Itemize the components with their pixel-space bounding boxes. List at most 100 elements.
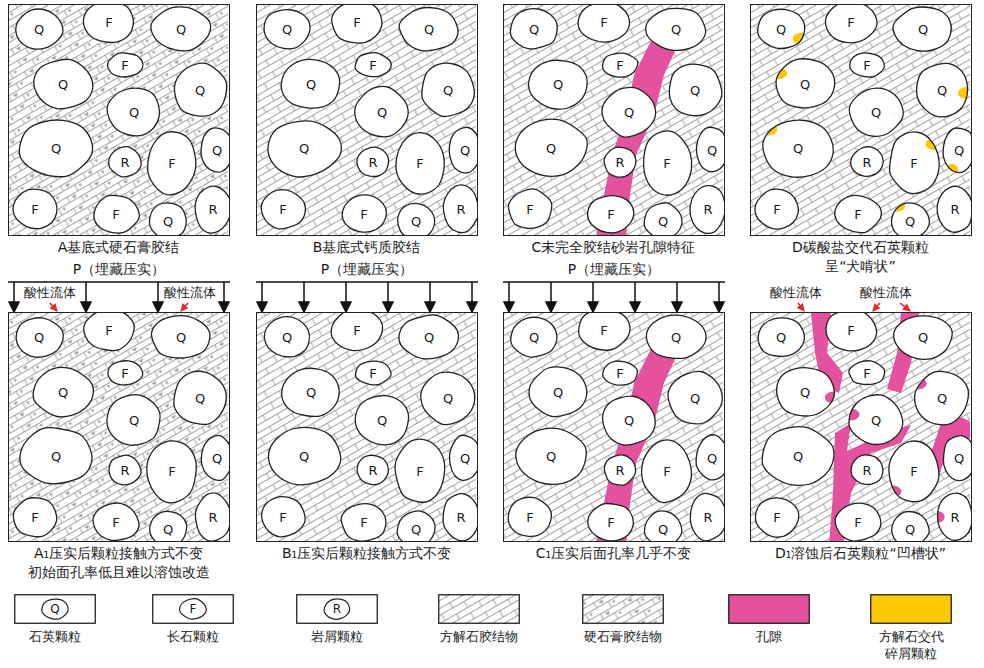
grain-letter: Q — [282, 331, 292, 344]
mineral-grain: R — [107, 453, 143, 487]
mineral-grain: Q — [279, 57, 343, 111]
mineral-grain: Q — [755, 315, 807, 359]
mineral-grain: R — [688, 491, 724, 541]
grain-letter: Q — [299, 142, 309, 155]
mineral-grain: Q — [666, 369, 724, 427]
mineral-grain: F — [329, 313, 385, 353]
panel-caption: C未完全胶结砂岩孔隙特征 — [494, 238, 734, 257]
mineral-grain: R — [355, 453, 391, 487]
grain-letter: F — [773, 203, 780, 216]
grain-letter: R — [703, 511, 712, 524]
mineral-grain: F — [847, 51, 887, 79]
mineral-grain: Q — [397, 313, 461, 361]
grain-letter: F — [190, 603, 197, 615]
grain-letter: F — [168, 465, 175, 478]
grain-letter: F — [607, 208, 614, 221]
grain-letter: R — [368, 464, 377, 477]
thin-section-panel: QFQFQQQQRFQFFQRD₁溶蚀后石英颗粒“凹槽状” — [750, 312, 972, 542]
mineral-grain: F — [576, 5, 632, 45]
grain-letter: Q — [793, 142, 803, 155]
grain-letter: Q — [51, 142, 61, 155]
mineral-grain: F — [11, 187, 59, 231]
panel-field: QFQFQQQQRFQFFQR — [9, 313, 229, 541]
grain-letter: F — [910, 465, 917, 478]
mineral-grain: Q — [694, 125, 724, 175]
legend-sample-art — [728, 594, 810, 624]
mineral-grain: Q — [419, 369, 477, 427]
grain-letter: F — [360, 208, 367, 221]
legend-label: 孔隙 — [714, 628, 824, 645]
mineral-grain: Q — [265, 117, 343, 179]
mineral-grain: R — [441, 183, 477, 235]
replacement-patch — [876, 452, 889, 463]
mineral-grain: Q — [395, 509, 437, 541]
grain-letter: Q — [553, 386, 563, 399]
legend-label: 方解石胶结物 — [424, 628, 534, 645]
panel-field: QFQFQQQQRFQFFQR — [504, 313, 724, 541]
grain-letter: Q — [793, 450, 803, 463]
annotation-label: 酸性流体 — [770, 285, 822, 301]
legend-sample-art — [438, 594, 520, 624]
panel-caption: C₁压实后面孔率几乎不变 — [494, 544, 734, 563]
mineral-grain: Q — [755, 7, 807, 51]
grain-letter: Q — [800, 78, 810, 91]
annotation-label: 酸性流体 — [24, 285, 76, 301]
legend-label: 方解石交代 碎屑颗粒 — [869, 628, 953, 662]
grain-letter: Q — [443, 84, 453, 97]
grain-letter: Q — [546, 450, 556, 463]
grain-letter: Q — [800, 386, 810, 399]
grain-letter: R — [862, 156, 871, 169]
grain-letter: Q — [918, 23, 928, 36]
grain-letter: Q — [176, 23, 186, 36]
mineral-grain: F — [887, 437, 941, 505]
grain-letter: R — [456, 511, 465, 524]
compaction-arrows — [8, 282, 725, 312]
mineral-grain: F — [339, 501, 389, 541]
mineral-grain: Q — [17, 425, 95, 487]
mineral-grain: F — [91, 193, 141, 235]
grain-letter: F — [863, 59, 870, 72]
grain-letter: R — [456, 203, 465, 216]
grain-letter: R — [950, 511, 959, 524]
mineral-grain: F — [753, 495, 801, 539]
grain-letter: Q — [671, 23, 681, 36]
mineral-grain: Q — [147, 509, 189, 541]
grain-letter: F — [663, 157, 670, 170]
legend-sample: Q — [14, 594, 96, 624]
mineral-grain: Q — [17, 117, 95, 179]
legend-grain: F — [178, 597, 208, 621]
grain-letter: Q — [34, 23, 44, 36]
panel-caption: D₁溶蚀后石英颗粒“凹槽状” — [741, 544, 981, 563]
replacement-patch — [926, 138, 944, 150]
mineral-grain: F — [145, 437, 199, 505]
panel-caption: A₁压实后颗粒接触方式不变 初始面孔率低且难以溶蚀改造 — [8, 544, 230, 582]
annotation-label: 酸性流体 — [860, 285, 912, 301]
mineral-grain: Q — [759, 425, 837, 487]
mineral-grain: Q — [512, 117, 590, 179]
grain-letter: Q — [658, 215, 668, 228]
grain-letter: F — [168, 157, 175, 170]
grain-letter: F — [369, 367, 376, 380]
grain-letter: R — [333, 603, 341, 615]
mineral-grain: F — [259, 495, 307, 539]
thin-section-panel: QFQFQQQQRFQFFQRA₁压实后颗粒接触方式不变 初始面孔率低且难以溶蚀… — [8, 312, 230, 542]
thin-section-panel: QFQFQQQQRFQFFQRD碳酸盐交代石英颗粒 呈“犬啃状” — [750, 4, 972, 236]
mineral-grain: Q — [644, 313, 708, 361]
grain-letter: Q — [460, 452, 470, 465]
mineral-grain: R — [935, 491, 971, 541]
mineral-grain: R — [355, 145, 391, 179]
mineral-grain: F — [145, 129, 199, 197]
grain-letter: Q — [50, 603, 59, 615]
legend-label: 石英颗粒 — [0, 628, 110, 645]
panel-field: QFQFQQQQRFQFFQR — [504, 5, 724, 235]
thin-section-panel: QFQFQQQQRFQFFQRB基底式钙质胶结 — [256, 4, 478, 236]
grain-letter: F — [416, 157, 423, 170]
grain-letter: Q — [176, 331, 186, 344]
grain-letter: R — [615, 464, 624, 477]
grain-letter: R — [120, 464, 129, 477]
mineral-grain: R — [849, 453, 885, 487]
mineral-grain: F — [329, 5, 385, 45]
mineral-grain: Q — [265, 425, 343, 487]
grain-letter: Q — [424, 331, 434, 344]
mineral-grain: Q — [395, 201, 437, 235]
